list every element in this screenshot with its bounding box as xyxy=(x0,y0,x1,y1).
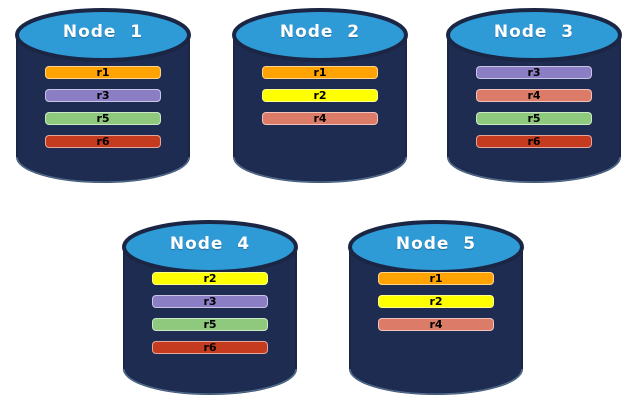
node-title: Node 5 xyxy=(395,234,477,254)
cylinder-bottom-sheen xyxy=(349,368,523,395)
node-1: Node 1 r1 r3 r5 r6 xyxy=(13,8,193,186)
replica-list: r1 r2 r4 xyxy=(230,66,410,135)
node-title: Node 2 xyxy=(279,22,361,42)
cylinder-bottom-sheen xyxy=(233,156,407,183)
cylinder-bottom-sheen xyxy=(16,156,190,183)
replica-bar: r1 xyxy=(262,66,378,79)
replica-bar: r5 xyxy=(476,112,592,125)
node-3: Node 3 r3 r4 r5 r6 xyxy=(444,8,624,186)
replica-bar: r5 xyxy=(45,112,161,125)
replica-bar: r4 xyxy=(476,89,592,102)
node-title: Node 1 xyxy=(62,22,144,42)
replica-bar: r3 xyxy=(476,66,592,79)
replica-list: r2 r3 r5 r6 xyxy=(120,272,300,364)
replica-bar: r3 xyxy=(152,295,268,308)
node-2: Node 2 r1 r2 r4 xyxy=(230,8,410,186)
node-title: Node 4 xyxy=(169,234,251,254)
replica-bar: r3 xyxy=(45,89,161,102)
replica-bar: r2 xyxy=(262,89,378,102)
replica-bar: r2 xyxy=(378,295,494,308)
replica-bar: r6 xyxy=(152,341,268,354)
cylinder-top-ellipse xyxy=(15,8,191,62)
replica-list: r1 r3 r5 r6 xyxy=(13,66,193,158)
replica-bar: r5 xyxy=(152,318,268,331)
replica-list: r1 r2 r4 xyxy=(346,272,526,341)
cylinder-bottom-sheen xyxy=(447,156,621,183)
cylinder-top-ellipse xyxy=(232,8,408,62)
replica-bar: r6 xyxy=(45,135,161,148)
node-title: Node 3 xyxy=(493,22,575,42)
replica-list: r3 r4 r5 r6 xyxy=(444,66,624,158)
node-4: Node 4 r2 r3 r5 r6 xyxy=(120,220,300,398)
cylinder-top-ellipse xyxy=(446,8,622,62)
replica-bar: r4 xyxy=(262,112,378,125)
replica-bar: r1 xyxy=(45,66,161,79)
replica-bar: r4 xyxy=(378,318,494,331)
node-5: Node 5 r1 r2 r4 xyxy=(346,220,526,398)
cylinder-bottom-sheen xyxy=(123,368,297,395)
replica-bar: r2 xyxy=(152,272,268,285)
replica-bar: r1 xyxy=(378,272,494,285)
replica-bar: r6 xyxy=(476,135,592,148)
